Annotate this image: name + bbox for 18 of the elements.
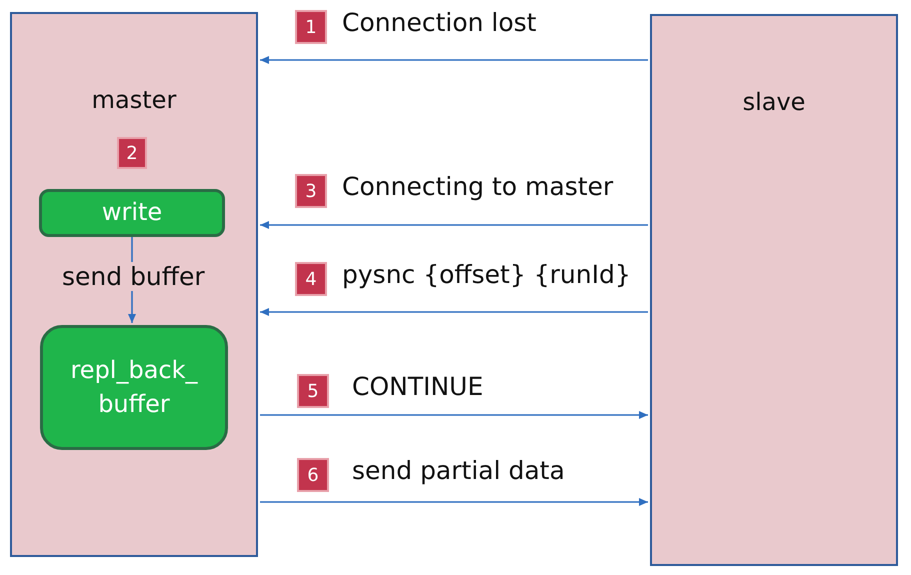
buffer-box: repl_back_ buffer xyxy=(40,325,228,450)
step-number: 4 xyxy=(295,262,327,296)
step-number: 5 xyxy=(297,374,329,408)
buffer-box: write xyxy=(39,189,225,237)
box-title: master xyxy=(90,86,178,114)
step-number: 1 xyxy=(295,10,327,44)
step-number: 6 xyxy=(297,458,329,492)
arrow xyxy=(260,411,648,419)
arrow xyxy=(260,221,648,229)
arrow xyxy=(260,308,648,316)
edge-label: send buffer xyxy=(60,262,207,291)
step-number: 2 xyxy=(117,137,147,169)
process-box xyxy=(10,12,258,557)
box-title: slave xyxy=(742,88,806,116)
arrow xyxy=(260,498,648,506)
step-number: 3 xyxy=(295,174,327,208)
process-box xyxy=(650,14,898,566)
arrow xyxy=(260,56,648,64)
